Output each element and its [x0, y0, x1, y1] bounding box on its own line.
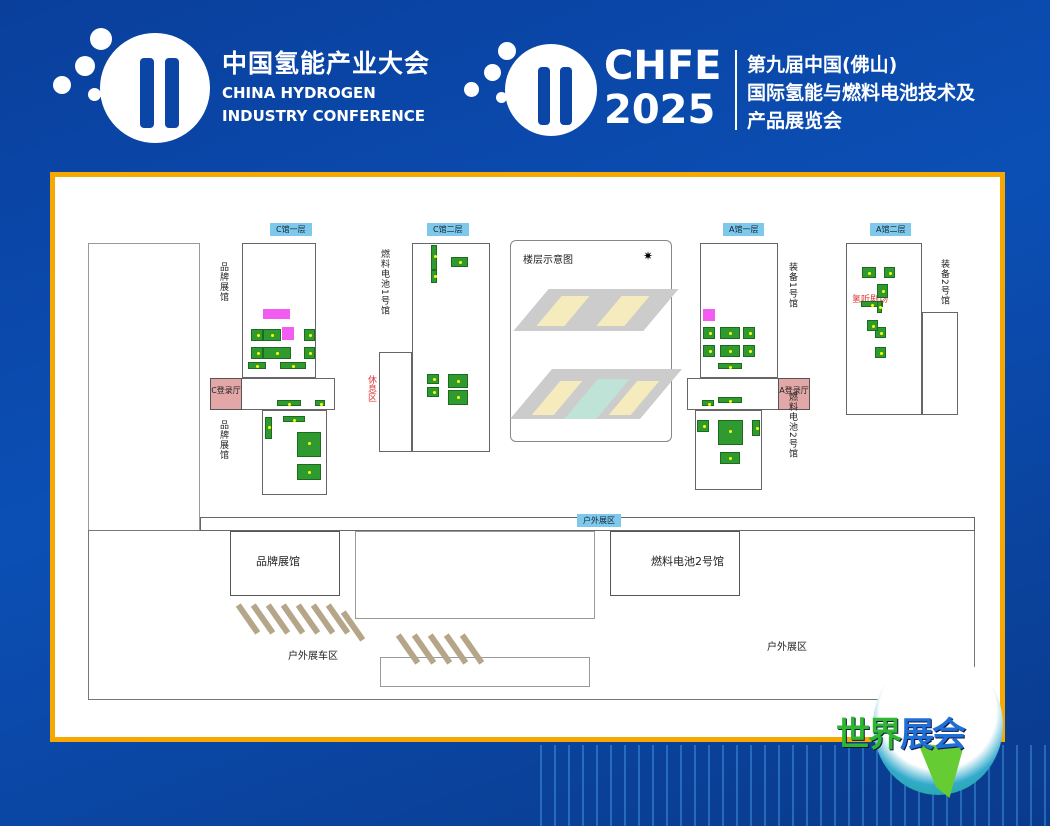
floor-plan-panel: C馆一层 C登录厅 C馆二层 休息区 楼层示意图 ✷ A馆一层 A登录厅 A馆二…	[50, 172, 1005, 742]
event-title-1: 第九届中国(佛山)	[747, 54, 898, 76]
booth[interactable]	[718, 363, 742, 369]
booth[interactable]	[451, 257, 468, 267]
booth[interactable]	[263, 329, 281, 341]
c-lobby: C登录厅	[210, 378, 242, 410]
event-abbr: CHFE	[604, 43, 722, 89]
hall-label-a1: A馆一层	[723, 223, 765, 236]
booth[interactable]	[431, 245, 437, 270]
ground-fuel-cell-2: 燃料电池2号馆	[651, 555, 724, 568]
outdoor-zone-right: 户外展区	[767, 642, 807, 653]
ground-fuel-cell-building	[610, 531, 740, 596]
event-logo	[460, 42, 600, 137]
floor-diagram-inset: 楼层示意图 ✷	[510, 240, 682, 442]
outdoor-vehicle-zone: 户外展车区	[288, 651, 338, 662]
booth[interactable]	[304, 347, 315, 359]
booth[interactable]	[248, 362, 266, 369]
booth[interactable]	[283, 416, 305, 422]
event-year: 2025	[604, 87, 716, 133]
booth[interactable]	[884, 267, 895, 278]
c-hall-2f-annex	[379, 352, 412, 452]
booth[interactable]	[697, 420, 709, 432]
booth[interactable]	[752, 420, 760, 436]
booth[interactable]	[265, 417, 272, 439]
booth[interactable]	[743, 345, 755, 357]
booth[interactable]	[431, 270, 437, 283]
c-hall-2f	[412, 243, 490, 452]
zone-fuel-cell-2: 燃料电池2号馆	[787, 392, 797, 459]
booth[interactable]	[427, 374, 439, 384]
zone-equipment-2: 装备2号馆	[939, 259, 949, 306]
zone-brand-lower: 品牌展馆	[218, 420, 228, 460]
world-expo-watermark: 世界展会	[836, 655, 1008, 805]
booth[interactable]	[251, 347, 263, 359]
booth[interactable]	[263, 347, 291, 359]
booth[interactable]	[743, 327, 755, 339]
zone-fuel-cell-1: 燃料电池1号馆	[379, 249, 389, 316]
booth[interactable]	[448, 390, 468, 405]
org-name-en-1: CHINA HYDROGEN	[222, 84, 376, 102]
booth[interactable]	[304, 329, 315, 341]
booth[interactable]	[861, 301, 883, 307]
booth[interactable]	[877, 301, 883, 313]
ground-brand-building	[230, 531, 340, 596]
header-divider	[735, 50, 737, 130]
watermark-text: 世界展会	[836, 715, 966, 755]
booth[interactable]	[251, 329, 263, 341]
booth[interactable]	[720, 345, 740, 357]
booth[interactable]	[277, 400, 301, 406]
org-name-cn: 中国氢能产业大会	[222, 49, 431, 78]
booth[interactable]	[875, 327, 886, 338]
a-lobby: A登录厅	[778, 378, 810, 410]
event-title-2: 国际氢能与燃料电池技术及	[747, 82, 976, 104]
outdoor-top-label: 户外展区	[577, 514, 621, 527]
entrance-plaza	[380, 657, 590, 687]
ground-brand-hall: 品牌展馆	[256, 555, 300, 568]
hall-label-a2: A馆二层	[870, 223, 912, 236]
booth[interactable]	[718, 397, 742, 403]
site-outline-left	[88, 243, 200, 531]
event-title-3: 产品展览会	[747, 110, 843, 132]
booth[interactable]	[280, 362, 306, 369]
zone-brand-upper: 品牌展馆	[218, 262, 228, 302]
booth[interactable]	[703, 327, 715, 339]
booth[interactable]	[875, 347, 886, 358]
booth[interactable]	[702, 400, 714, 406]
hall-label-c2: C馆二层	[427, 223, 469, 236]
booth[interactable]	[867, 320, 878, 331]
hall-label-c1: C馆一层	[270, 223, 312, 236]
booth[interactable]	[297, 432, 321, 457]
org-name-en-2: INDUSTRY CONFERENCE	[222, 107, 426, 125]
inset-title: 楼层示意图	[523, 255, 573, 266]
a-hall-2f-annex	[922, 312, 958, 415]
booth[interactable]	[427, 387, 439, 397]
booth[interactable]	[718, 420, 743, 445]
rest-area-label: 休息区	[366, 375, 376, 402]
special-booth[interactable]	[703, 309, 715, 321]
booth[interactable]	[703, 345, 715, 357]
special-booth[interactable]	[282, 327, 294, 340]
compass-icon: ✷	[643, 249, 654, 263]
booth[interactable]	[720, 452, 740, 464]
special-booth[interactable]	[263, 309, 290, 319]
booth[interactable]	[720, 327, 740, 339]
zone-equipment-1: 装备1号馆	[787, 262, 797, 309]
booth[interactable]	[315, 400, 325, 406]
booth[interactable]	[297, 464, 321, 480]
central-building	[355, 531, 595, 619]
booth[interactable]	[448, 374, 468, 388]
booth[interactable]	[877, 284, 888, 298]
theater-label: 氢听剧场	[852, 295, 889, 305]
booth[interactable]	[862, 267, 876, 278]
conference-logo	[45, 28, 210, 143]
